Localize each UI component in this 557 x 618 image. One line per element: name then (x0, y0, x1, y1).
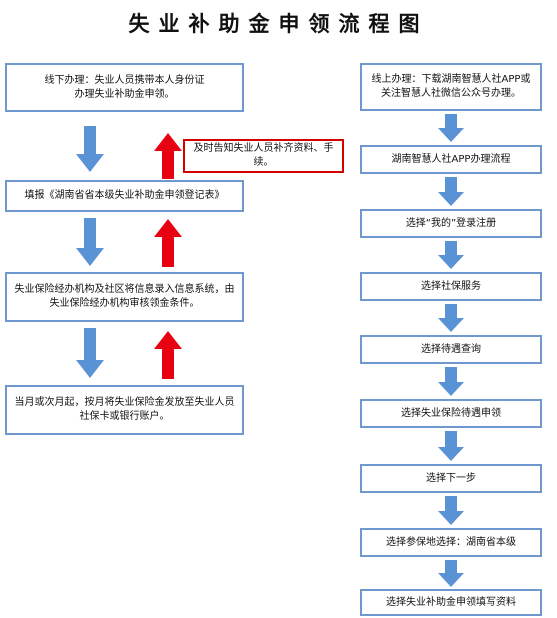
online-step-2: 湖南智慧人社APP办理流程 (360, 145, 542, 174)
online-step-7: 选择下一步 (360, 464, 542, 493)
offline-step-2: 填报《湖南省省本级失业补助金申领登记表》 (5, 180, 244, 212)
online-step-5: 选择待遇查询 (360, 335, 542, 364)
offline-step-4: 当月或次月起，按月将失业保险金发放至失业人员社保卡或银行账户。 (5, 385, 244, 435)
down-arrow-online-2 (438, 177, 464, 206)
supplement-notice: 及时告知失业人员补齐资料、手续。 (183, 139, 344, 173)
up-arrow-offline-2 (154, 219, 182, 267)
online-step-7-text: 选择下一步 (426, 472, 476, 484)
offline-step-3: 失业保险经办机构及社区将信息录入信息系统，由失业保险经办机构审核领金条件。 (5, 272, 244, 322)
down-arrow-online-1 (438, 114, 464, 142)
down-arrow-online-7 (438, 496, 464, 525)
online-step-2-text: 湖南智慧人社APP办理流程 (391, 153, 511, 165)
supplement-notice-text: 及时告知失业人员补齐资料、手续。 (193, 143, 334, 168)
offline-step-1: 线下办理：失业人员携带本人身份证办理失业补助金申领。 (5, 63, 244, 112)
online-step-1: 线上办理：下载湖南智慧人社APP或关注智慧人社微信公众号办理。 (360, 63, 542, 111)
offline-step-3-text: 失业保险经办机构及社区将信息录入信息系统，由失业保险经办机构审核领金条件。 (14, 284, 235, 309)
online-step-8-text: 选择参保地选择：湖南省本级 (386, 536, 516, 548)
online-step-8: 选择参保地选择：湖南省本级 (360, 528, 542, 557)
down-arrow-offline-3 (76, 328, 104, 378)
online-step-1-text: 线上办理：下载湖南智慧人社APP或关注智慧人社微信公众号办理。 (371, 74, 531, 99)
online-step-3: 选择“我的”登录注册 (360, 209, 542, 238)
online-step-9: 选择失业补助金申领填写资料 (360, 589, 542, 616)
online-step-9-text: 选择失业补助金申领填写资料 (386, 596, 516, 608)
down-arrow-online-8 (438, 560, 464, 587)
online-step-4-text: 选择社保服务 (421, 280, 481, 292)
chart-title: 失业补助金申领流程图 (128, 12, 429, 36)
down-arrow-offline-1 (76, 126, 104, 172)
down-arrow-online-5 (438, 367, 464, 396)
down-arrow-online-3 (438, 241, 464, 269)
online-step-5-text: 选择待遇查询 (421, 343, 481, 355)
down-arrow-online-6 (438, 431, 464, 461)
down-arrow-online-4 (438, 304, 464, 332)
up-arrow-offline-3 (154, 331, 182, 379)
offline-step-4-text: 当月或次月起，按月将失业保险金发放至失业人员社保卡或银行账户。 (14, 397, 235, 422)
online-step-3-text: 选择“我的”登录注册 (405, 217, 497, 229)
up-arrow-offline-1 (154, 133, 182, 179)
down-arrow-offline-2 (76, 218, 104, 266)
online-step-6: 选择失业保险待遇申领 (360, 399, 542, 428)
online-step-6-text: 选择失业保险待遇申领 (401, 407, 501, 419)
offline-step-2-text: 填报《湖南省省本级失业补助金申领登记表》 (24, 190, 225, 201)
offline-step-1-text: 线下办理：失业人员携带本人身份证办理失业补助金申领。 (44, 74, 205, 100)
online-step-4: 选择社保服务 (360, 272, 542, 301)
